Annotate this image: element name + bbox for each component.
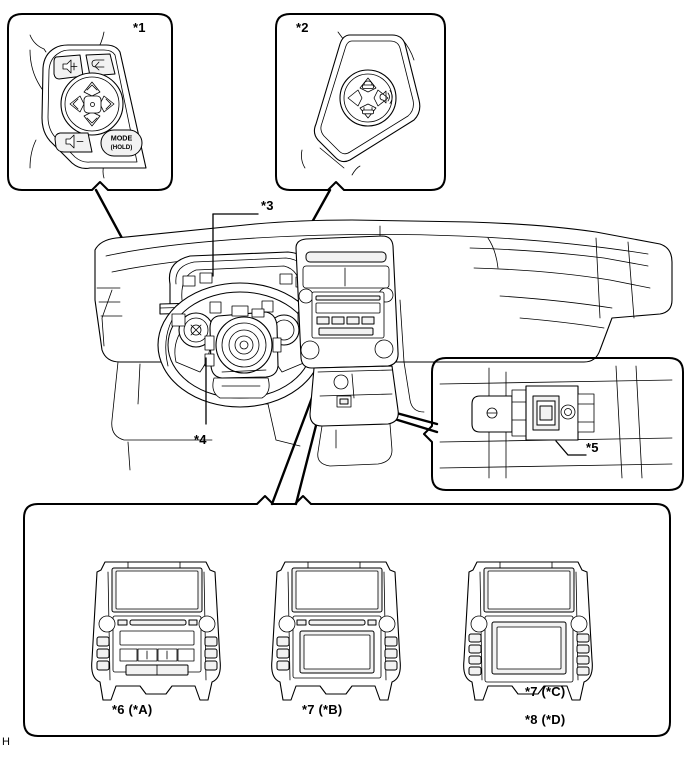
marker-label-4: *4 xyxy=(194,432,207,447)
head-unit-b xyxy=(271,561,401,701)
callout-label-5: *5 xyxy=(586,440,599,455)
mode-hold-button xyxy=(100,129,143,157)
head-unit-label-c: *7 (*C) xyxy=(525,684,566,699)
head-unit-label-d: *8 (*D) xyxy=(525,712,566,727)
spiral-cable-sub-assembly xyxy=(204,305,282,379)
svg-text:(HOLD): (HOLD) xyxy=(111,144,133,151)
head-unit-label-a: *6 (*A) xyxy=(112,702,153,717)
callout-box-head-units xyxy=(23,495,671,737)
callout-box-2 xyxy=(275,13,446,191)
callout-box-5 xyxy=(423,357,684,491)
voice-command-icon xyxy=(379,90,393,104)
dpad-arrow-icons xyxy=(72,84,112,124)
sheet-mark: H xyxy=(2,736,11,748)
volume-up-icon xyxy=(62,59,78,74)
enter-icon xyxy=(83,95,102,114)
steering-switch-telephone-illustration xyxy=(301,31,421,176)
dashboard-illustration xyxy=(94,219,673,471)
head-unit-cd xyxy=(463,561,593,701)
volume-down-icon xyxy=(65,134,84,149)
callout-label-2: *2 xyxy=(296,20,309,35)
head-unit-a xyxy=(91,561,221,701)
label-leaders xyxy=(205,213,259,425)
center-cluster-module xyxy=(295,235,399,467)
back-arrow-icon xyxy=(91,59,105,71)
head-unit-label-b: *7 (*B) xyxy=(302,702,343,717)
steering-switch-audio-illustration: MODE (HOLD) xyxy=(29,31,147,179)
callout-box-1: MODE (HOLD) xyxy=(7,13,173,191)
phone-off-hook-icon xyxy=(362,80,374,89)
usb-connector-illustration xyxy=(439,365,673,479)
phone-on-hook-icon xyxy=(362,107,374,115)
marker-label-3: *3 xyxy=(261,198,274,213)
callout-label-1: *1 xyxy=(133,20,146,35)
svg-text:MODE: MODE xyxy=(111,134,133,143)
